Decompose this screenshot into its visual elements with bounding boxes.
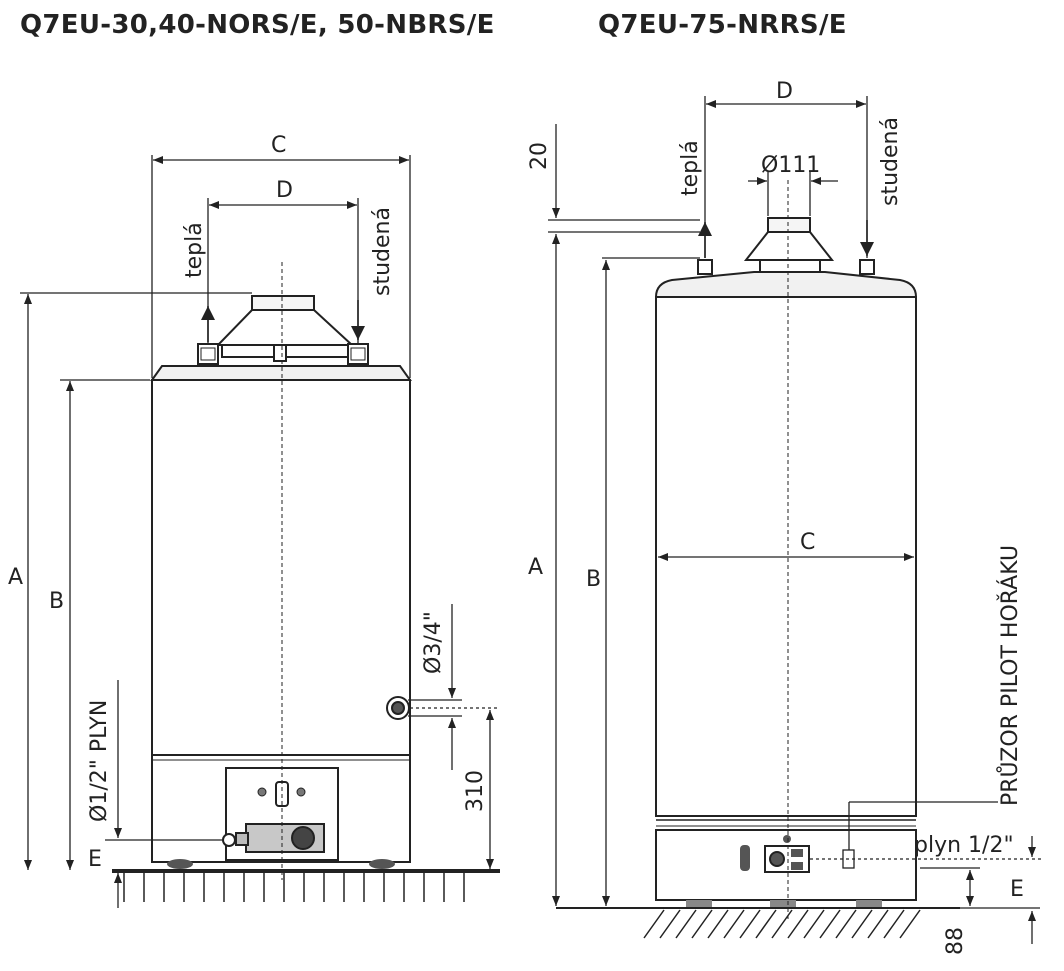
right-cold-inlet-label: studená — [878, 117, 903, 206]
left-diagram-title: Q7EU-30,40-NORS/E, 50-NBRS/E — [20, 10, 495, 40]
left-dim-e-label: E — [88, 847, 102, 872]
right-hot-outlet-label: teplá — [678, 140, 703, 196]
right-diagram-title: Q7EU-75-NRRS/E — [598, 10, 847, 40]
left-dim-d-label: D — [276, 178, 293, 203]
right-dim-88-label: 88 — [943, 927, 968, 955]
left-relief-valve-label: Ø3/4" — [421, 611, 446, 674]
left-hot-outlet-label: teplá — [182, 222, 207, 278]
right-dim-c-label: C — [800, 530, 815, 555]
left-ground-hatching — [123, 873, 465, 902]
left-dim-c-label: C — [271, 133, 286, 158]
left-cold-inlet-label: studená — [370, 207, 395, 296]
right-gas-inlet-label: plyn 1/2" — [914, 833, 1014, 858]
right-dim-e-label: E — [1010, 877, 1024, 902]
left-gas-inlet-label: Ø1/2" PLYN — [87, 700, 112, 822]
right-dim-a-label: A — [528, 555, 543, 580]
left-dim-a-label: A — [8, 565, 23, 590]
left-dim-b-label: B — [49, 589, 64, 614]
right-pilot-window-label: PRŮZOR PILOT HOŘÁKU — [996, 545, 1023, 806]
right-dim-d-label: D — [776, 79, 793, 104]
right-dim-b-label: B — [586, 567, 601, 592]
left-height-310-label: 310 — [463, 770, 488, 812]
left-heater — [112, 295, 500, 873]
right-flue-diameter-label: Ø111 — [761, 153, 820, 178]
left-dimensions — [20, 155, 500, 908]
right-dimensions — [548, 96, 1044, 944]
right-heater — [556, 217, 960, 909]
right-ground-hatching — [643, 909, 921, 939]
right-dim-20-label: 20 — [527, 142, 552, 170]
